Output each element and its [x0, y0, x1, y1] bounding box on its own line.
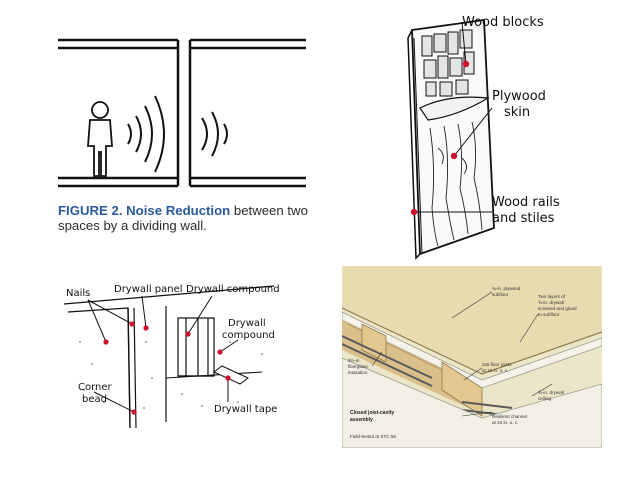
label-wood-rails: Wood rails	[492, 195, 560, 210]
noise-diagram	[58, 38, 306, 188]
figure-caption-text: between two spaces by a dividing wall.	[58, 203, 308, 233]
texture-dots	[79, 341, 263, 409]
label-joists-1: 2x8 floor joists	[482, 362, 512, 367]
label-drywall-tape: Drywall tape	[214, 404, 277, 415]
label-corner: Corner	[78, 382, 113, 393]
label-two-layers-4: to subfloor	[538, 312, 560, 317]
label-insulation-2: fiberglass	[348, 364, 368, 369]
drywall-markers	[103, 321, 231, 415]
label-assembly-2: assembly	[350, 417, 373, 423]
label-two-layers-2: ⅝-in. drywall	[538, 300, 564, 305]
label-ceiling-2: ceiling	[538, 396, 551, 401]
label-skin: skin	[504, 105, 530, 120]
label-compound: compound	[222, 330, 275, 341]
rails-stiles-marker	[410, 208, 418, 216]
label-insulation-1: 3½-in.	[348, 357, 361, 363]
reduced-sound-wave-icon	[201, 111, 228, 157]
label-channel-2: at 24 in. o. c.	[492, 420, 518, 425]
floor-assembly-diagram: ¾-in. plywood subfloor Two layers of ⅝-i…	[342, 266, 602, 448]
drywall-diagram: Nails Drywall panel Drywall compound Dry…	[63, 284, 280, 429]
label-drywall: Drywall	[228, 318, 266, 329]
label-ceiling-1: ⅝-in. drywall	[538, 390, 564, 395]
wood-blocks-marker	[462, 60, 470, 68]
wood-grain	[429, 121, 483, 247]
figure-caption: FIGURE 2. Noise Reduction between two sp…	[58, 203, 328, 233]
drywall-leaders	[87, 295, 239, 413]
label-wood-blocks: Wood blocks	[462, 15, 544, 30]
label-two-layers-3: screwed and glued	[538, 306, 577, 311]
plywood-skin-marker	[450, 152, 458, 160]
label-bead: bead	[82, 394, 107, 405]
label-plywood-subfloor-2: subfloor	[492, 292, 509, 297]
label-channel-1: Resilient channel	[492, 414, 527, 419]
drywall-figure: Nails Drywall panel Drywall compound Dry…	[62, 282, 294, 436]
noise-reduction-figure	[56, 34, 308, 199]
label-and-stiles: and stiles	[492, 211, 555, 226]
floor-assembly-figure: ¾-in. plywood subfloor Two layers of ⅝-i…	[342, 266, 602, 448]
opening-frame	[177, 317, 215, 377]
label-insulation-3: insulation	[348, 370, 368, 375]
label-nails: Nails	[66, 288, 90, 299]
person-icon	[87, 101, 113, 177]
label-drywall-compound-top: Drywall compound	[186, 284, 280, 295]
label-assembly-1: Closed joist-cavity	[350, 410, 394, 416]
label-joists-2: at 16 in. o. c.	[482, 368, 508, 373]
label-tested: Field-tested at STC 56	[350, 434, 396, 439]
label-plywood-subfloor-1: ¾-in. plywood	[492, 286, 521, 291]
assembly-leaders	[371, 291, 553, 417]
label-drywall-panel: Drywall panel	[114, 284, 183, 295]
door-diagram: Wood blocks Plywood skin Wood rails and …	[407, 15, 560, 260]
figure-number: FIGURE 2. Noise Reduction	[58, 203, 231, 218]
door-leaders	[414, 21, 493, 213]
label-plywood: Plywood	[492, 89, 546, 104]
label-two-layers-1: Two layers of	[538, 294, 566, 299]
sound-wave-icon	[127, 95, 165, 173]
door-construction-figure: Wood blocks Plywood skin Wood rails and …	[398, 8, 598, 260]
